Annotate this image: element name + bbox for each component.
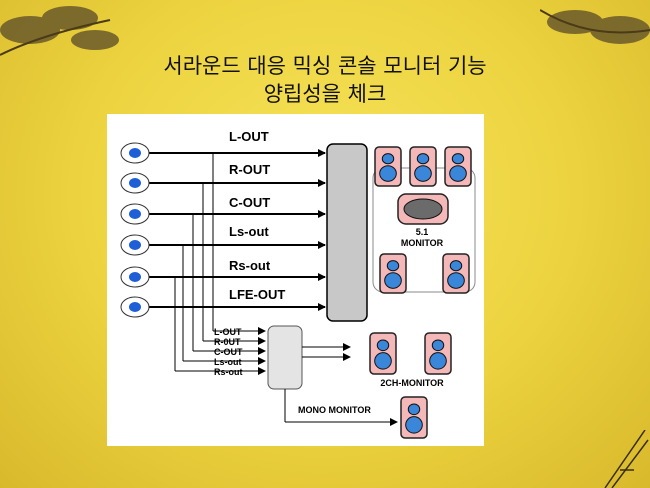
output-label-ls: Ls-out: [229, 224, 269, 239]
speaker-front-right-tweeter: [451, 153, 465, 165]
mono-monitor-label: MONO MONITOR: [298, 405, 371, 415]
speaker-front-right-woofer: [449, 165, 467, 182]
slide-title: 서라운드 대응 믹싱 콘솔 모니터 기능 양립성을 체크: [0, 52, 650, 108]
input-jack-center-1: [129, 178, 141, 188]
speaker-2ch-right-woofer: [429, 352, 447, 370]
downmix-label-c: C-OUT: [214, 347, 243, 357]
speaker-2ch-left-tweeter: [376, 339, 390, 352]
output-label-c: C-OUT: [229, 195, 270, 210]
monitor-51-label-line2: MONITOR: [401, 238, 444, 248]
speaker-front-left-tweeter: [381, 153, 395, 165]
speaker-center-tweeter: [416, 153, 430, 165]
downmix-label-ls: Ls-out: [214, 357, 242, 367]
input-jack-center-3: [129, 240, 141, 250]
pine-needles-decoration: [604, 430, 649, 488]
speaker-2ch-right-tweeter: [431, 339, 445, 352]
slide-title-line-1: 서라운드 대응 믹싱 콘솔 모니터 기능: [163, 54, 487, 78]
speaker-center-woofer: [414, 165, 432, 182]
input-jack-center-5: [129, 302, 141, 312]
pine-branch-right-decoration: [540, 9, 650, 44]
monitor-2ch-label: 2CH-MONITOR: [380, 378, 444, 388]
output-label-lfe: LFE-OUT: [229, 287, 285, 302]
output-label-l: L-OUT: [229, 129, 269, 144]
speaker-mono-woofer: [405, 416, 423, 434]
output-label-rs: Rs-out: [229, 258, 271, 273]
input-jack-center-0: [129, 148, 141, 158]
slide-title-line-2: 양립성을 체크: [263, 82, 387, 106]
downmix-label-r: R-0UT: [214, 337, 241, 347]
monitor-51-label-line1: 5.1: [416, 227, 429, 237]
downmix-label-rs: Rs-out: [214, 367, 243, 377]
monitor-diagram-panel: L-OUT R-OUT C-OUT Ls-out Rs-out LFE-OUT …: [107, 114, 484, 446]
speaker-surround-right-woofer: [447, 272, 465, 289]
input-jack-center-2: [129, 209, 141, 219]
output-label-r: R-OUT: [229, 162, 270, 177]
speaker-surround-left-woofer: [384, 272, 402, 289]
speaker-surround-right-tweeter: [449, 260, 463, 272]
speaker-mono-tweeter: [407, 403, 421, 416]
speaker-2ch-left-woofer: [374, 352, 392, 370]
main-mixer-block: [326, 143, 368, 322]
monitor-diagram: L-OUT R-OUT C-OUT Ls-out Rs-out LFE-OUT …: [120, 129, 476, 439]
subwoofer-driver: [403, 198, 443, 220]
downmix-label-l: L-OUT: [214, 327, 242, 337]
input-jack-center-4: [129, 272, 141, 282]
pine-branch-left-decoration: [0, 6, 119, 56]
speaker-surround-left-tweeter: [386, 260, 400, 272]
downmix-block: [267, 325, 303, 390]
speaker-front-left-woofer: [379, 165, 397, 182]
